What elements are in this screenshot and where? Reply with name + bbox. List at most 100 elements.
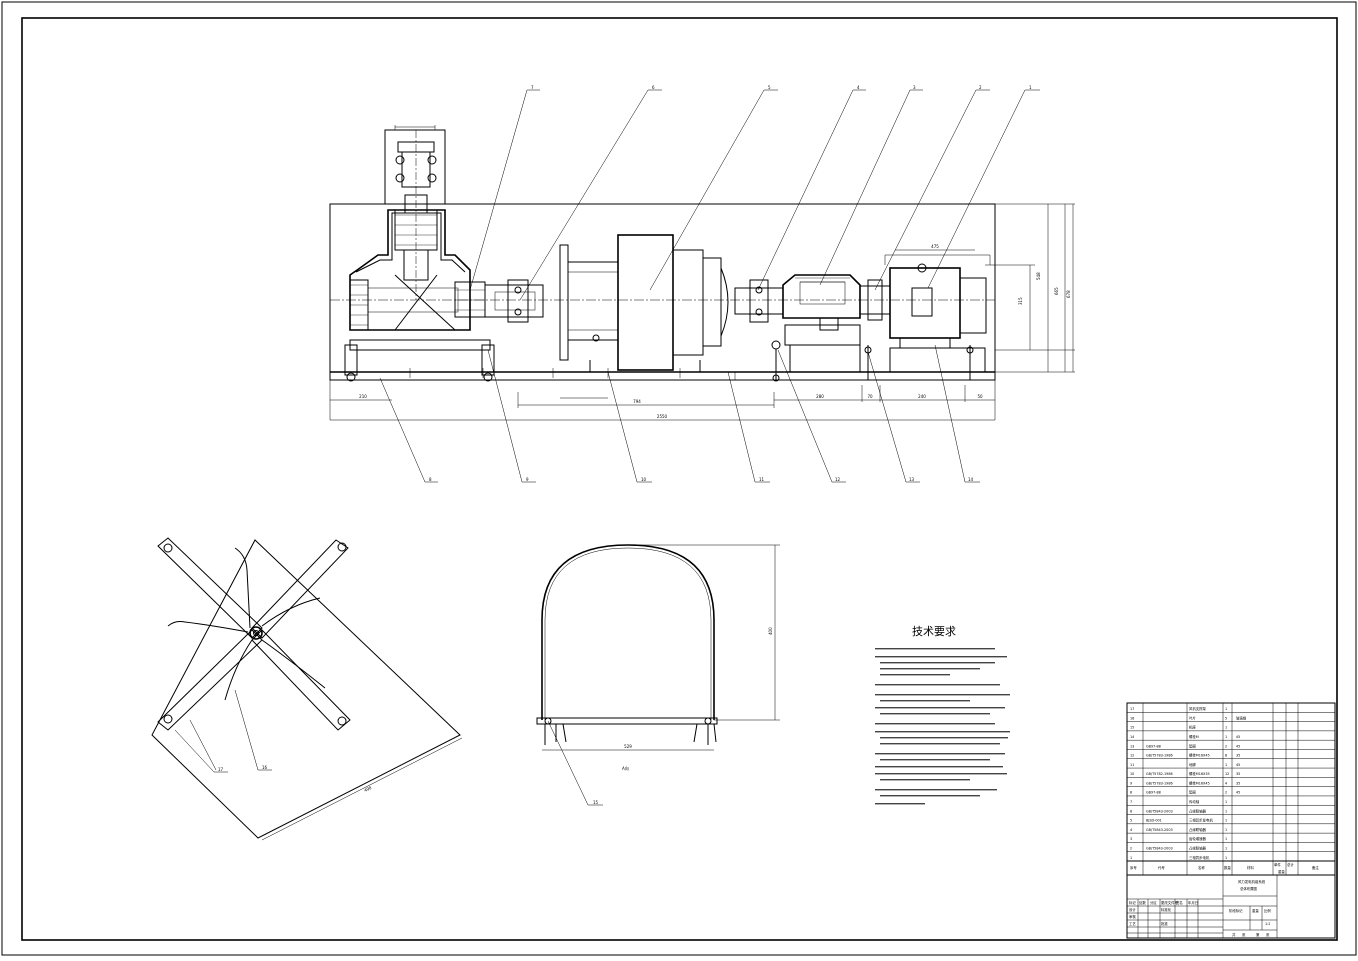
parts-cell-code: GB/T5783-1986 <box>1146 781 1173 785</box>
dim-475: 475 <box>931 244 939 249</box>
hdr-note: 备注 <box>1312 865 1319 870</box>
parts-cell-qty: 1 <box>1225 856 1227 860</box>
section-a-arch: 529 400 A向 15 <box>536 544 780 806</box>
parts-cell-no: 1 <box>1130 856 1132 860</box>
parts-cell-no: 17 <box>1130 707 1134 711</box>
parts-cell-qty: 8 <box>1225 754 1227 758</box>
parts-cell-qty: 1 <box>1225 726 1227 730</box>
parts-cell-qty: 1 <box>1225 819 1227 823</box>
parts-cell-no: 8 <box>1130 791 1132 795</box>
parts-cell-qty: 4 <box>1225 781 1227 785</box>
balloon-4: 4 <box>857 85 860 90</box>
parts-cell-name: 叶片 <box>1189 715 1196 720</box>
hdr-name: 名称 <box>1198 865 1205 870</box>
parts-cell-qty: 1 <box>1225 828 1227 832</box>
tb-sign: 签名 <box>1176 900 1183 905</box>
parts-cell-qty: 1 <box>1225 837 1227 841</box>
tb-design: 设计 <box>1129 907 1136 912</box>
parts-cell-qty: 1 <box>1225 707 1227 711</box>
dim-280: 280 <box>816 394 824 399</box>
tb-sheet-1: 共 <box>1232 932 1236 937</box>
tb-sheet-2: 张 <box>1242 932 1246 937</box>
balloon-15: 15 <box>593 800 599 805</box>
balloons-bottom: 8 9 10 11 12 13 14 <box>379 344 980 483</box>
balloon-9: 9 <box>526 477 529 482</box>
parts-cell-name: 螺栓M16X45 <box>1189 753 1210 758</box>
parts-cell-qty: 1 <box>1225 800 1227 804</box>
bevel-gearbox-housing <box>349 209 471 331</box>
parts-cell-name: 垫圈 <box>1189 790 1196 795</box>
dim-794: 794 <box>633 399 641 404</box>
electric-motor-1 <box>884 254 991 373</box>
parts-cell-name: 垫圈 <box>1189 743 1196 748</box>
inner-frame <box>21 17 1338 941</box>
parts-cell-no: 12 <box>1130 754 1134 758</box>
parts-cell-no: 2 <box>1130 847 1132 851</box>
dim-315: 315 <box>1018 297 1023 305</box>
parts-cell-qty: 2 <box>1225 791 1227 795</box>
parts-cell-code: GB/T5843-2003 <box>1146 809 1173 813</box>
tb-stage-mark: 阶段标记 <box>1229 908 1243 913</box>
dim-498: 498 <box>363 785 372 793</box>
tb-process: 工艺 <box>1129 921 1136 926</box>
parts-cell-name: 螺栓M16X45 <box>1189 780 1210 785</box>
parts-cell-name: 三相异步电机 <box>1189 855 1210 860</box>
tb-scale-value: 1:2 <box>1265 922 1270 926</box>
tb-sheet-4: 张 <box>1266 932 1270 937</box>
parts-cell-no: 7 <box>1130 800 1132 804</box>
tb-scale: 比例 <box>1264 908 1271 913</box>
hdr-total: 总计 <box>1287 862 1294 867</box>
dim-50: 50 <box>977 394 983 399</box>
parts-cell-name: 机座 <box>1189 725 1196 730</box>
tb-mark: 标记 <box>1129 900 1136 905</box>
balloon-16: 16 <box>262 765 268 770</box>
parts-cell-mat: 玻璃钢 <box>1236 715 1247 720</box>
hdr-code: 代号 <box>1158 865 1165 870</box>
title-line2: 总体布置图 <box>1240 886 1258 891</box>
parts-cell-no: 9 <box>1130 781 1132 785</box>
dim-529: 529 <box>624 744 632 749</box>
tb-change-doc: 更改文件号 <box>1161 900 1179 905</box>
parts-cell-name: 传动轴 <box>1189 799 1200 804</box>
parts-cell-name: 风机支撑架 <box>1189 706 1207 711</box>
generator-5 <box>559 234 729 372</box>
parts-cell-mat: 35 <box>1236 772 1240 776</box>
parts-cell-code: GB97-88 <box>1146 791 1161 795</box>
dim-2550: 2550 <box>657 414 668 419</box>
parts-cell-name: 凸缘联轴器 <box>1189 846 1207 851</box>
parts-cell-name: 三相异步发电机 <box>1189 818 1213 823</box>
parts-cell-no: 4 <box>1130 828 1132 832</box>
parts-cell-qty: 5 <box>1225 716 1227 720</box>
balloon-10: 10 <box>641 477 647 482</box>
main-elevation-view: 210 794 2550 280 70 240 50 475 315 548 6… <box>329 125 1075 421</box>
section-label: A向 <box>622 765 629 771</box>
balloon-12: 12 <box>835 477 841 482</box>
tb-date: 年月日 <box>1188 900 1198 905</box>
tb-approve: 批准 <box>1161 921 1168 926</box>
parts-cell-qty: 2 <box>1225 744 1227 748</box>
parts-cell-no: 10 <box>1130 772 1134 776</box>
dim-240: 240 <box>918 394 926 399</box>
balloon-6: 6 <box>652 85 655 90</box>
parts-cell-qty: 12 <box>1225 772 1229 776</box>
parts-cell-qty: 1 <box>1225 763 1227 767</box>
balloon-13: 13 <box>909 477 915 482</box>
tb-zone: 分区 <box>1150 900 1157 905</box>
dim-400: 400 <box>768 627 773 635</box>
parts-cell-code: GB97-88 <box>1146 744 1161 748</box>
gear-speed-increaser-3 <box>782 274 861 373</box>
title-line1: 风力发电机组系统 <box>1238 879 1266 884</box>
parts-cell-code: GB/T5783-1986 <box>1146 754 1173 758</box>
parts-cell-name: 凸缘联轴器 <box>1189 827 1207 832</box>
parts-cell-no: 14 <box>1130 735 1134 739</box>
parts-cell-mat: 45 <box>1236 735 1240 739</box>
tech-req-title: 技术要求 <box>912 625 956 638</box>
hdr-qty: 数量 <box>1224 865 1231 870</box>
plan-view-support: 498 17 16 <box>151 537 463 841</box>
technical-requirements: 技术要求 <box>875 625 1010 805</box>
parts-cell-no: 16 <box>1130 716 1134 720</box>
upper-bearing-housing <box>384 129 446 205</box>
balloon-7: 7 <box>531 85 534 90</box>
